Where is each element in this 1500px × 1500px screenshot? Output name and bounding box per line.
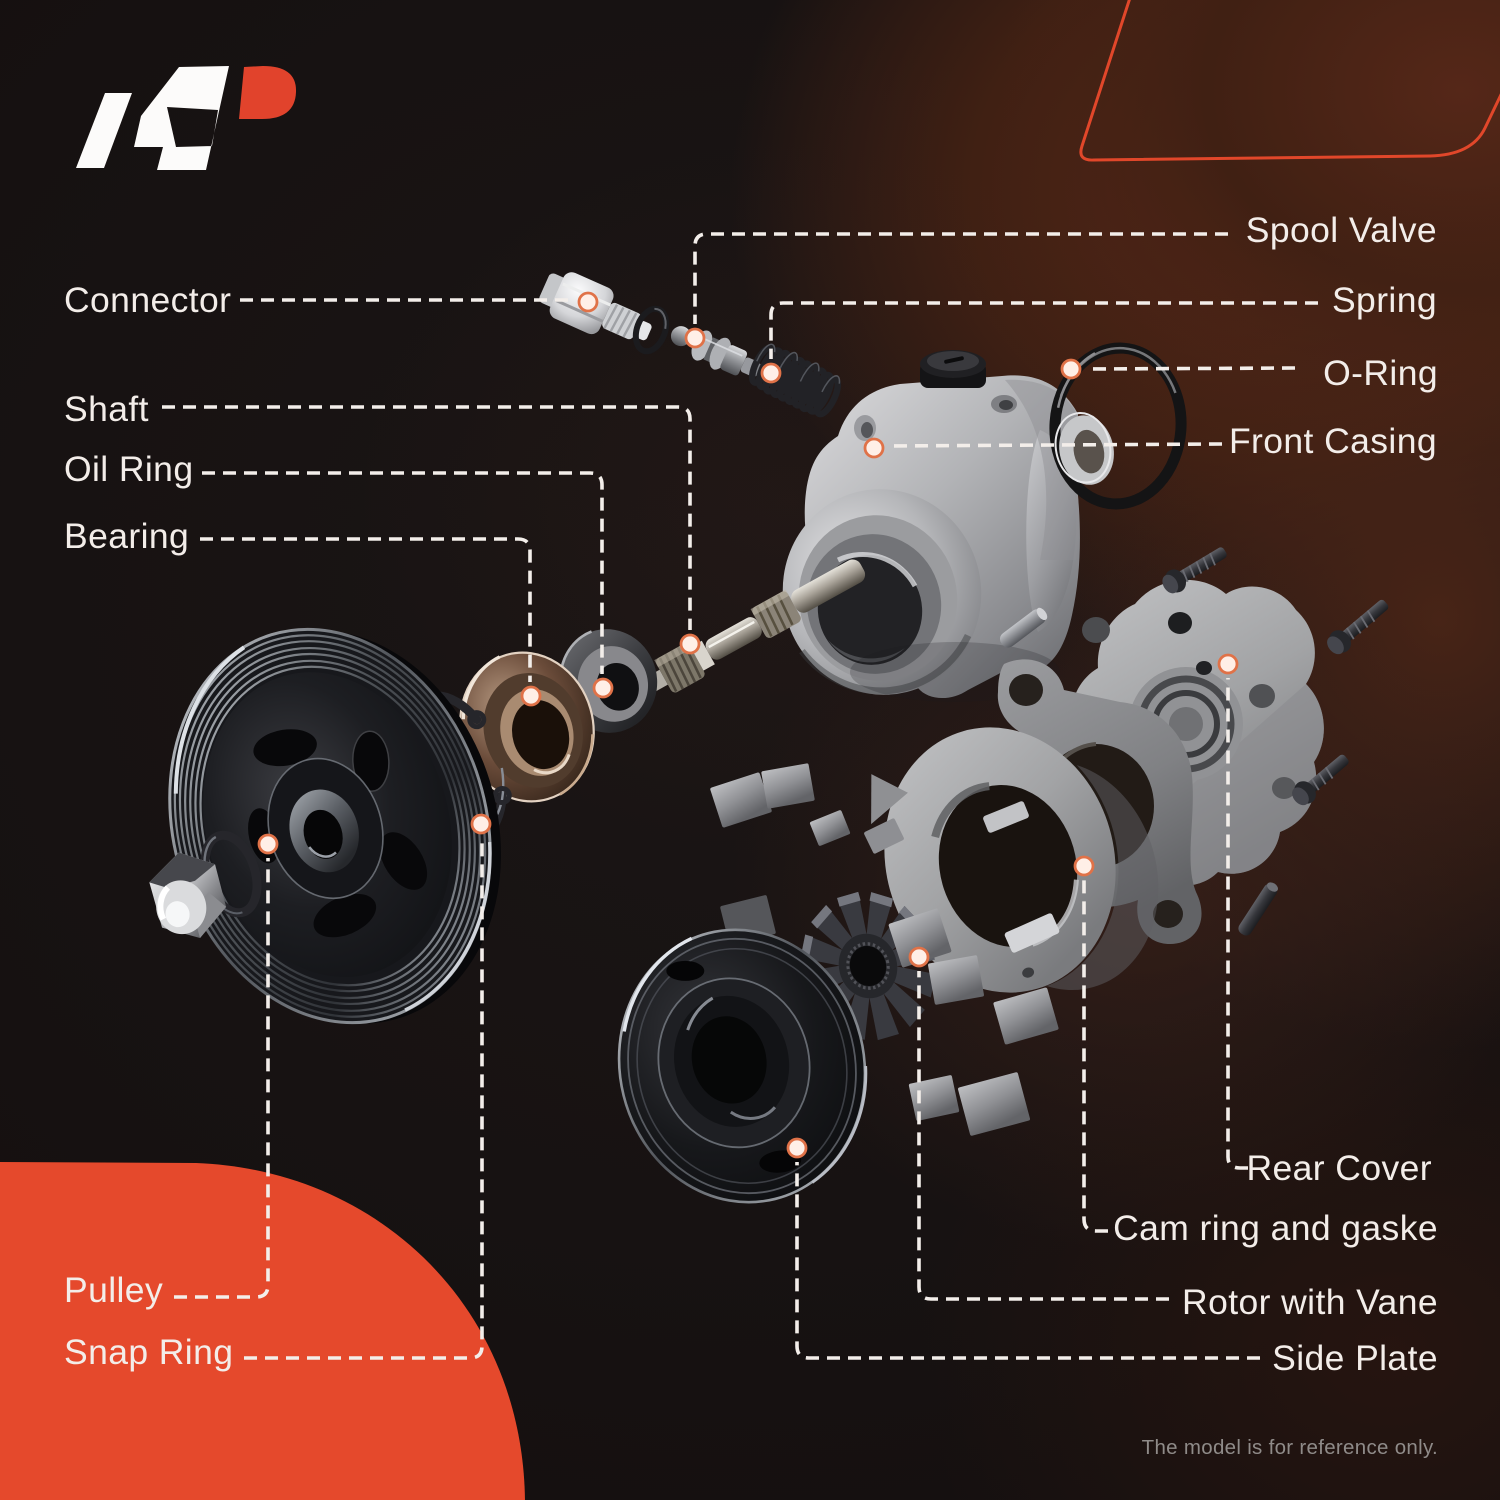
svg-text:Side Plate: Side Plate	[1272, 1338, 1438, 1378]
svg-text:Bearing: Bearing	[64, 516, 189, 556]
svg-text:Shaft: Shaft	[64, 389, 149, 429]
svg-text:Spring: Spring	[1332, 280, 1437, 320]
svg-text:Connector: Connector	[64, 280, 231, 320]
svg-text:Spool Valve: Spool Valve	[1246, 210, 1437, 250]
svg-text:Oil Ring: Oil Ring	[64, 449, 193, 489]
svg-text:Snap Ring: Snap Ring	[64, 1332, 233, 1372]
svg-text:Pulley: Pulley	[64, 1270, 163, 1310]
svg-text:O-Ring: O-Ring	[1323, 353, 1438, 393]
svg-text:Front Casing: Front Casing	[1229, 421, 1437, 461]
svg-text:The model is for reference onl: The model is for reference only.	[1142, 1436, 1438, 1459]
svg-text:Cam ring and gaske: Cam ring and gaske	[1113, 1208, 1438, 1248]
svg-text:Rear Cover: Rear Cover	[1246, 1148, 1432, 1188]
svg-text:Rotor with Vane: Rotor with Vane	[1182, 1282, 1438, 1322]
